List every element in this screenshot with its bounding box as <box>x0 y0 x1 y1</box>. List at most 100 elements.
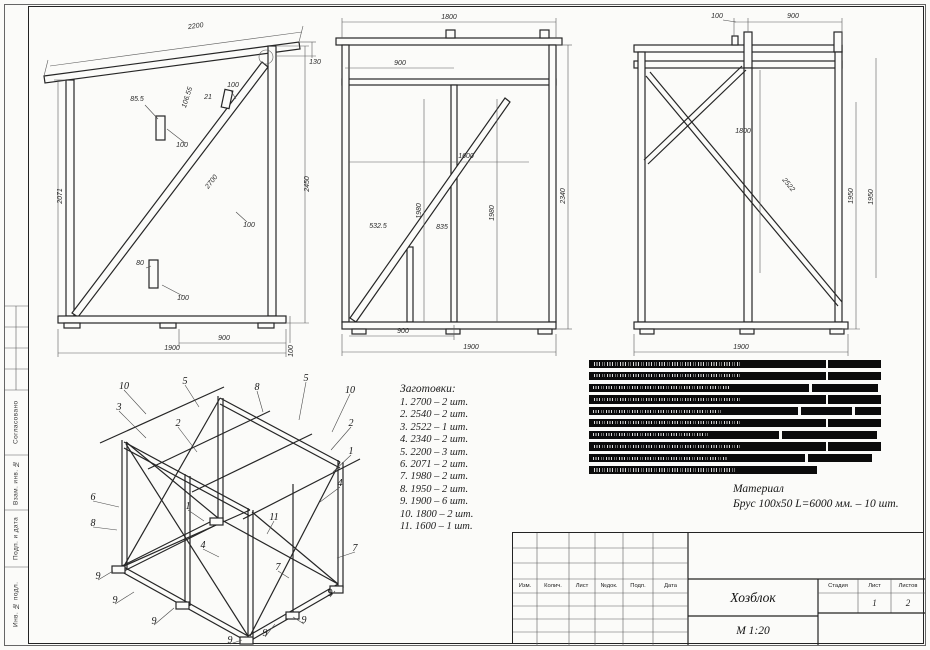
tb-stage-label: Стадия <box>828 583 848 589</box>
front-view-drawing <box>335 18 572 356</box>
iso-callout-number: 7 <box>353 543 359 554</box>
top-plate <box>335 37 563 46</box>
cutting-bar-segment <box>854 407 881 416</box>
iso-callout-number: 9 <box>328 588 333 599</box>
dimension-label: 100 <box>176 142 188 149</box>
cutting-bar-row <box>589 466 881 475</box>
sheet-frame <box>28 6 924 644</box>
iso-callout-number: 2 <box>176 418 181 429</box>
cutting-bar-segment <box>800 407 852 416</box>
iso-callout-number: 9 <box>152 616 157 627</box>
dimension-label: 900 <box>394 60 406 67</box>
parts-list-item: 11. 1600 – 1 шт. <box>400 521 473 533</box>
side-view-drawing <box>43 25 316 357</box>
cutting-bar-segment <box>812 383 879 392</box>
parts-list-item: 5. 2200 – 3 шт. <box>400 446 469 458</box>
left-post <box>341 44 350 323</box>
diagonal-brace <box>645 75 839 307</box>
dimension-label: 100 <box>243 222 255 229</box>
dimension-label: 900 <box>397 328 409 335</box>
cutting-bar-row <box>589 383 881 392</box>
cutting-bar-segment <box>828 395 881 404</box>
callout-leader <box>319 486 341 503</box>
iso-callout-number: 4 <box>338 478 343 489</box>
iso-callout-number: 4 <box>201 540 206 551</box>
dimension-label: 1800 <box>735 128 751 135</box>
tb-col-kolich: Колич. <box>544 583 562 589</box>
cutting-table <box>589 360 881 478</box>
drawing-scale: М 1:20 <box>736 624 770 637</box>
dimension-label: 2200 <box>187 22 204 31</box>
callout-leader <box>123 389 147 415</box>
tb-sheets-total: 2 <box>905 598 911 608</box>
iso-callout-number: 7 <box>276 562 282 573</box>
dimension-label: 106.55 <box>181 86 194 109</box>
parts-list-item: 10. 1800 – 2 шт. <box>400 508 474 520</box>
tb-col-data: Дата <box>664 583 677 589</box>
material-note: Материал Брус 100x50 L=6000 мм. – 10 шт. <box>733 482 899 511</box>
block-detail <box>148 259 159 289</box>
title-block: Изм. Колич. Лист №док. Подп. Дата Хозбло… <box>512 532 925 645</box>
dimension-label: 532.5 <box>369 223 387 230</box>
iso-callout-number: 9 <box>263 628 268 639</box>
title-block-grid <box>513 533 925 645</box>
cutting-bar-row <box>589 395 881 404</box>
drawing-title: Хозблок <box>730 589 776 605</box>
cutting-bar-microtext <box>593 456 728 460</box>
cutting-bar-segment <box>589 383 810 392</box>
cutting-bar-segment <box>589 466 817 475</box>
sheet-outer-border <box>4 4 926 646</box>
parts-list: Заготовки: 1. 2700 – 2 шт.2. 2540 – 2 шт… <box>400 383 473 533</box>
callout-leader <box>330 426 352 451</box>
back-view-drawing <box>633 18 877 356</box>
tb-col-list: Лист <box>575 583 589 589</box>
dimension-label: 2522 <box>780 176 796 193</box>
stud <box>406 246 414 323</box>
dimension-label: 1800 <box>441 14 457 21</box>
tb-col-podp: Подп. <box>630 583 646 589</box>
parts-list-item: 7. 1980 – 2 шт. <box>400 471 469 483</box>
tb-sheets-label: Листов <box>898 583 918 589</box>
cutting-bar-microtext <box>593 444 741 449</box>
iso-callout-number: 11 <box>269 512 278 523</box>
parts-list-items: 1. 2700 – 2 шт.2. 2540 – 2 шт.3. 2522 – … <box>400 397 473 533</box>
parts-list-item: 9. 1900 – 6 шт. <box>400 496 469 508</box>
cutting-bar-microtext <box>593 397 741 401</box>
material-label: Материал <box>733 483 784 495</box>
parts-list-item: 8. 1950 – 2 шт. <box>400 483 469 495</box>
tb-col-izm: Изм. <box>518 583 532 589</box>
iso-callout-number: 1 <box>186 501 191 512</box>
callout-leader <box>92 500 120 508</box>
iso-callout-number: 10 <box>345 385 355 396</box>
bottom-plate <box>57 315 287 324</box>
dimension-label: 900 <box>218 335 230 342</box>
right-post <box>548 44 557 323</box>
cutting-bar-microtext <box>593 421 741 425</box>
cutting-bar-segment <box>589 360 826 369</box>
dimension-label: 1980 <box>416 203 423 219</box>
cutting-bar-segment <box>828 371 881 380</box>
dimension-label: 2071 <box>57 188 64 205</box>
iso-callout-number: 1 <box>349 446 354 457</box>
tb-col-ndok: №док. <box>600 583 618 589</box>
roof-beam <box>43 41 301 84</box>
parts-list-item: 4. 2340 – 2 шт. <box>400 434 469 446</box>
callout-leader <box>266 520 275 535</box>
top-plate <box>633 44 843 53</box>
dimension-label: 1900 <box>463 344 479 351</box>
callout-leader <box>277 570 290 579</box>
cutting-bar-microtext <box>593 409 723 413</box>
parts-list-title: Заготовки: <box>400 383 456 395</box>
block-detail <box>155 115 166 141</box>
cutting-bar-row <box>589 430 881 439</box>
callout-leader <box>97 570 114 581</box>
cutting-bar-microtext <box>593 362 741 366</box>
iso-callout-number: 9 <box>113 595 118 606</box>
iso-callout-number: 8 <box>91 518 96 529</box>
detail-circle <box>258 49 274 65</box>
dimension-label: 900 <box>787 13 799 20</box>
dimension-label: 2340 <box>560 188 567 205</box>
isometric-view-drawing <box>99 386 361 645</box>
callout-leader <box>298 381 307 421</box>
